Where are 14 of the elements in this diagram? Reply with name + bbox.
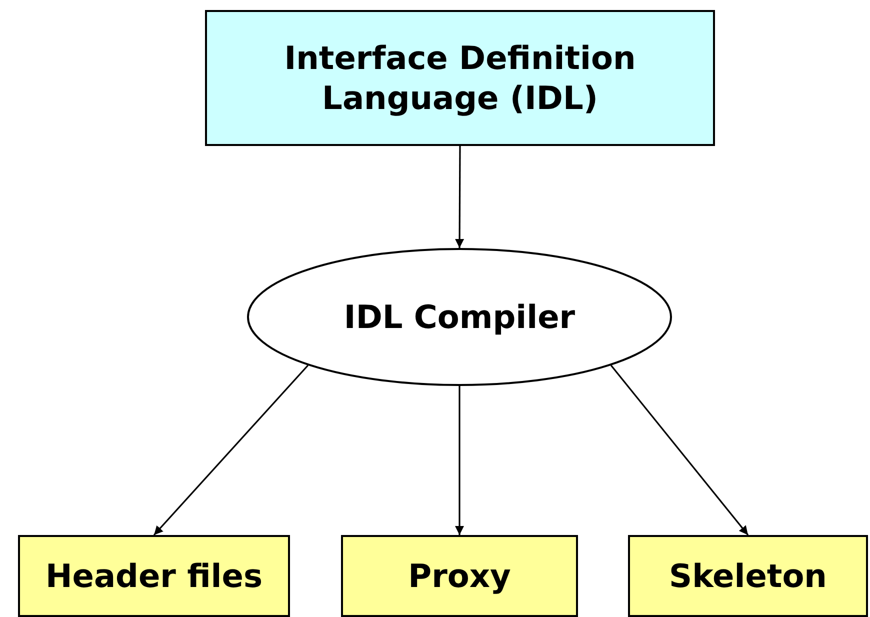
- node-label: Interface Definition Language (IDL): [283, 38, 637, 118]
- process-box: [18, 535, 290, 617]
- node-label: IDL Compiler: [344, 297, 576, 337]
- arrow: [610, 364, 749, 536]
- process-ellipse: [247, 248, 672, 386]
- node-label: Skeleton: [669, 556, 827, 596]
- arrow: [455, 386, 464, 535]
- node-label: Header files: [45, 556, 263, 596]
- arrow: [153, 364, 309, 536]
- process-box: [205, 10, 715, 146]
- process-box: [341, 535, 578, 617]
- process-box: [628, 535, 868, 617]
- arrow: [455, 146, 464, 248]
- node-label: Proxy: [408, 556, 511, 596]
